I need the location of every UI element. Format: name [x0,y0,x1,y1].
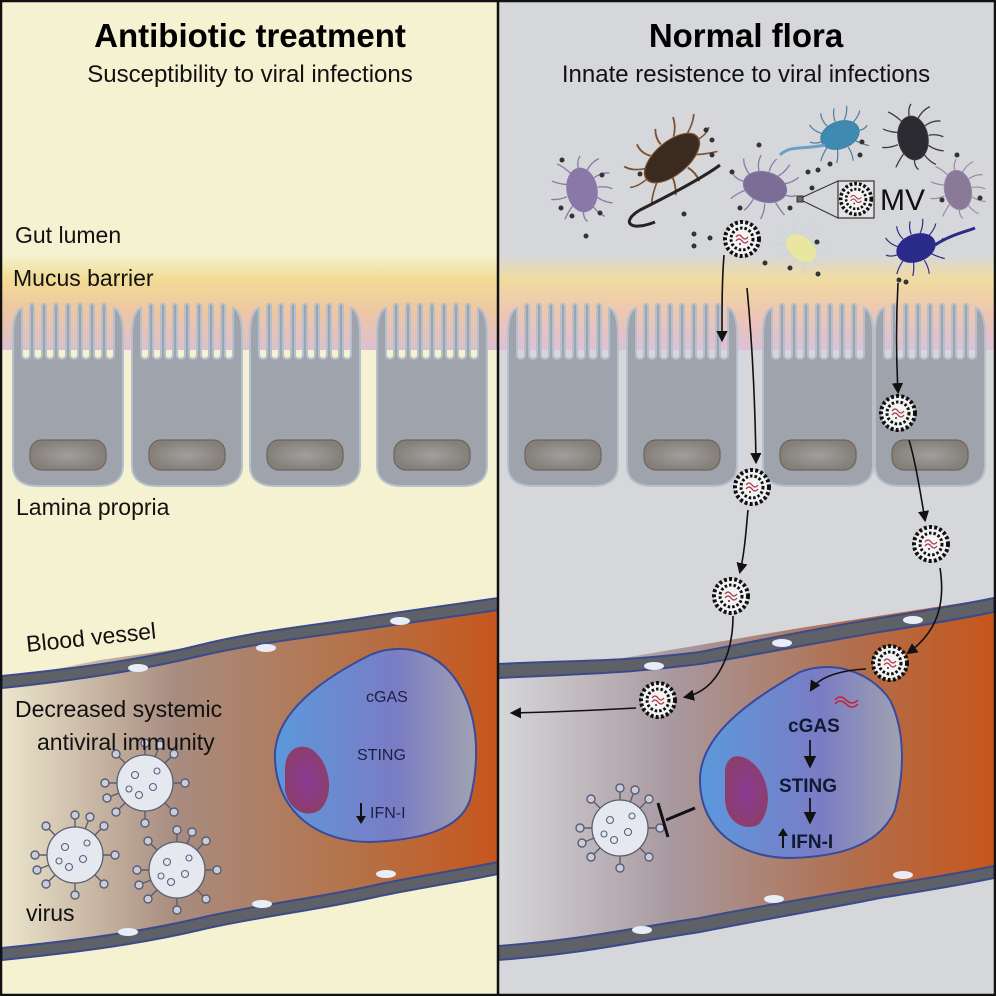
mv-inset: MV [796,180,925,219]
right-panel-subtitle: Innate resistence to viral infections [562,61,930,88]
right-panel: MV cGAS STIN [497,2,995,994]
microbiota [543,98,991,287]
right-cgas-label: cGAS [788,716,840,737]
membrane-vesicle-icon [912,525,950,563]
lamina-propria-label: Lamina propria [16,494,170,520]
left-ifn-label: IFN-I [370,805,406,822]
left-immune-cell: cGAS STING IFN-I [273,647,478,844]
outcome-label-line2: antiviral immunity [37,729,215,755]
immune-cell-nucleus [725,756,768,828]
virus-icon [575,783,665,873]
left-panel: cGAS STING IFN-I Antibiotic treatment Su… [0,2,499,994]
left-panel-subtitle: Susceptibility to viral infections [87,61,412,88]
membrane-vesicle-icon [723,220,761,258]
virus-icon [30,810,120,900]
mucus-barrier-label: Mucus barrier [13,265,154,291]
down-arrow-icon [356,803,366,824]
membrane-vesicle-icon [879,394,917,432]
gut-lumen-label: Gut lumen [15,222,121,248]
left-panel-title: Antibiotic treatment [94,17,406,54]
left-sting-label: STING [357,747,406,764]
up-arrow-icon [778,828,788,848]
outcome-label-line1: Decreased systemic [15,696,222,722]
mv-label: MV [880,184,925,217]
virus-label: virus [26,900,75,926]
membrane-vesicle-icon [838,181,874,217]
membrane-vesicle-icon [871,644,909,682]
right-mucus-layer [498,255,994,350]
flagellum [627,163,721,228]
virus-icon [132,825,222,915]
dna-icon [834,696,859,708]
transport-arrows [509,254,943,719]
right-immune-cell: cGAS STING IFN-I [698,666,903,860]
membrane-vesicle-icon [639,681,677,719]
right-ifn-label: IFN-I [791,832,833,853]
membrane-vesicle-icon [712,577,750,615]
immune-cell-nucleus [285,746,330,814]
membrane-vesicle-icon [733,468,771,506]
right-sting-label: STING [779,776,837,797]
inhibition-symbol [656,802,696,838]
left-cgas-label: cGAS [366,689,408,706]
right-panel-title: Normal flora [649,17,844,54]
